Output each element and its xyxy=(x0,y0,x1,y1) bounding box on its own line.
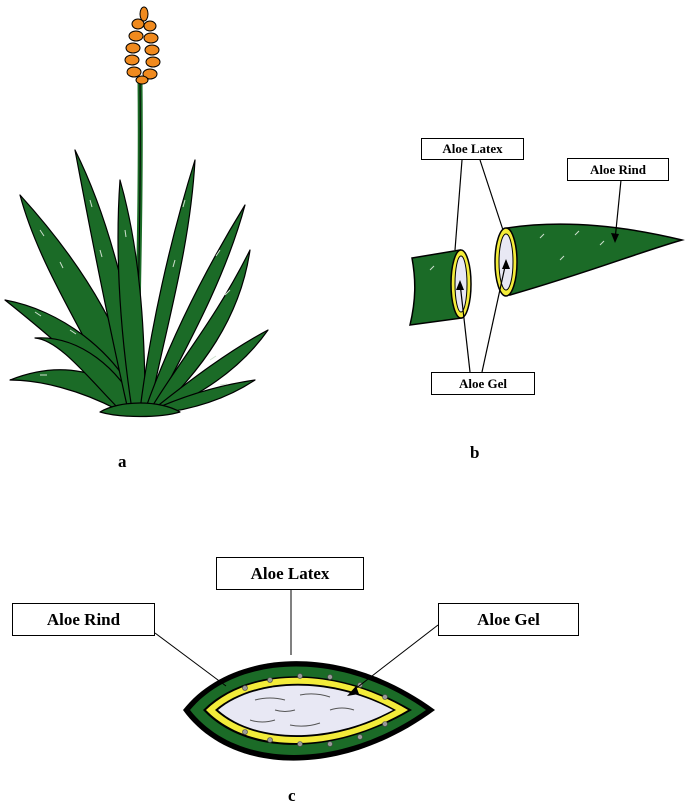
panel-letter-c: c xyxy=(288,786,296,805)
leaf-cross-section xyxy=(154,590,439,761)
aloe-plant-illustration xyxy=(4,6,269,418)
aloe-leaves xyxy=(4,149,269,418)
cut-leaf-illustration xyxy=(409,159,685,373)
gel-fibers xyxy=(249,693,355,727)
latex-cells xyxy=(242,673,388,747)
label-c-aloe-gel: Aloe Gel xyxy=(438,603,579,636)
panel-letter-b: b xyxy=(470,443,480,462)
panel-b-arrowheads xyxy=(456,233,619,290)
gel-arrowhead xyxy=(347,686,359,696)
flower-cluster xyxy=(124,6,161,85)
label-b-aloe-gel: Aloe Gel xyxy=(431,372,535,395)
label-c-aloe-latex: Aloe Latex xyxy=(216,557,364,590)
panel-c-leader-lines xyxy=(154,590,439,694)
leaf-segment-left xyxy=(409,249,463,326)
panel-b-leader-lines xyxy=(454,159,622,373)
label-b-aloe-latex: Aloe Latex xyxy=(421,138,524,160)
panel-letter-a: a xyxy=(118,452,127,471)
leaf-spots xyxy=(34,199,231,386)
label-b-aloe-rind: Aloe Rind xyxy=(567,158,669,181)
cross-section-gel xyxy=(218,685,393,736)
leaf-segment-right xyxy=(506,223,685,296)
label-c-aloe-rind: Aloe Rind xyxy=(12,603,155,636)
